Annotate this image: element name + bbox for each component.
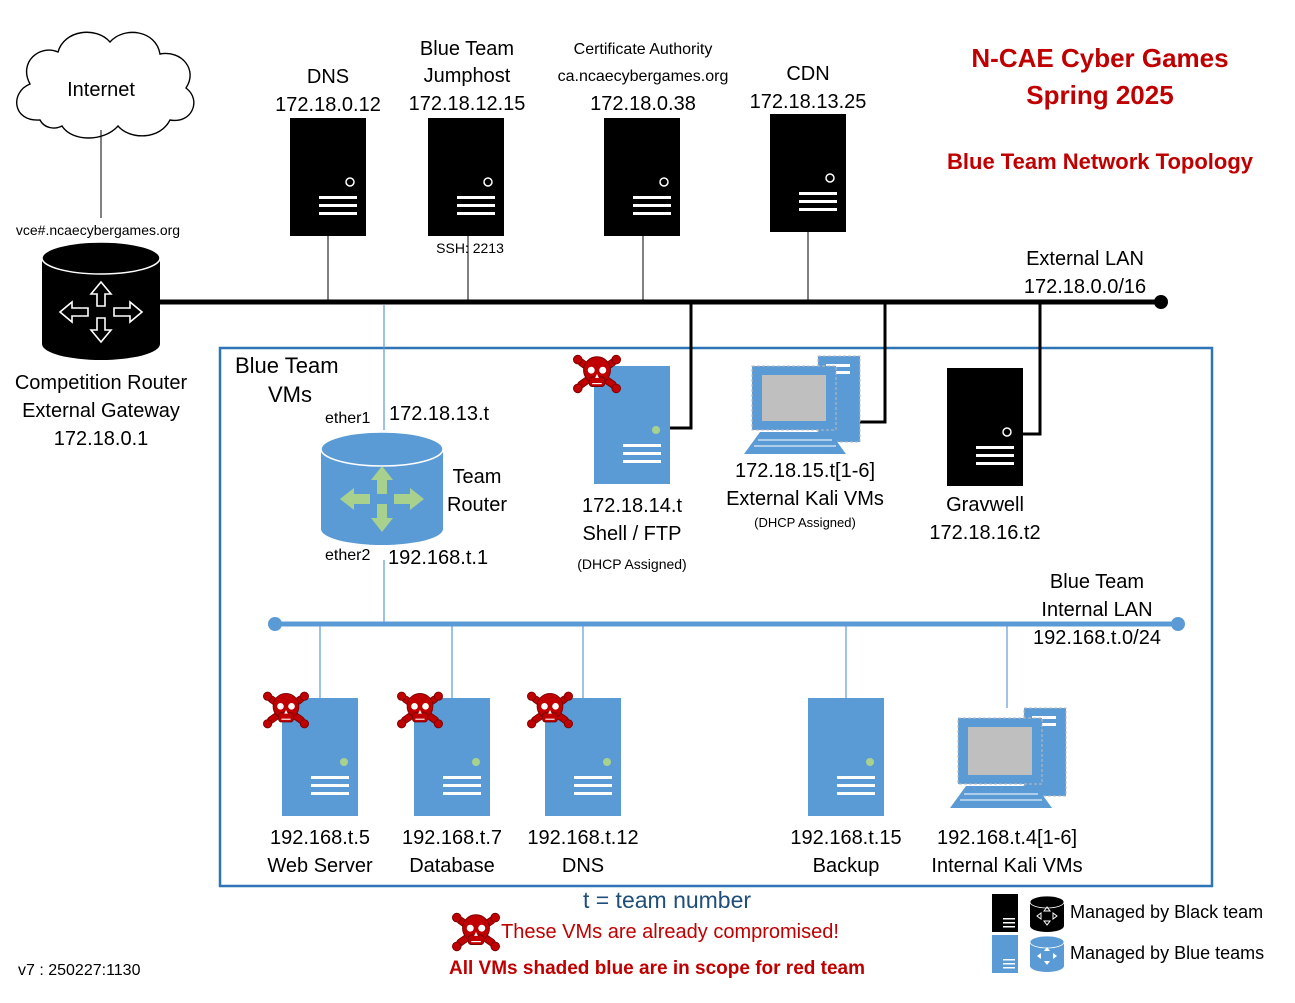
dns-server-icon — [290, 118, 366, 236]
external-lan-endpoint — [1154, 295, 1168, 309]
gravwell-ip: 172.18.16.t2 — [929, 522, 1041, 544]
internal-kali-ip: 192.168.t.4[1-6] — [936, 827, 1078, 849]
ext-kali-ip: 172.18.15.t[1-6] — [734, 460, 876, 482]
team-router-ether2: ether2 — [325, 547, 371, 564]
shell-ftp-note: (DHCP Assigned) — [577, 556, 687, 572]
gravwell-name: Gravwell — [946, 494, 1024, 516]
legend-black-label: Managed by Black team — [1070, 902, 1264, 922]
team-number-note: t = team number — [582, 887, 752, 913]
title-line1: N-CAE Cyber Games — [971, 43, 1229, 73]
cdn-server-icon — [770, 114, 846, 232]
internal-lan-cidr: 192.168.t.0/24 — [1033, 627, 1161, 649]
subtitle: Blue Team Network Topology — [947, 149, 1253, 174]
competition-router-line2: External Gateway — [22, 400, 180, 422]
ca-server-icon — [604, 118, 680, 236]
legend-black-router-icon — [1029, 895, 1065, 932]
ext-kali-name: External Kali VMs — [726, 488, 884, 510]
shell-ftp-name: Shell / FTP — [582, 523, 682, 545]
internal-lan-endpoint-left — [268, 617, 282, 631]
jumphost-ip: 172.18.12.15 — [408, 93, 526, 115]
legend-blue-router-icon — [1029, 935, 1065, 972]
external-kali-desktop-icon — [744, 355, 861, 454]
internal-lan-endpoint-right — [1171, 617, 1185, 631]
internet-label: Internet — [67, 79, 135, 101]
blue-team-box — [218, 346, 1214, 888]
compromised-note: These VMs are already compromised! — [501, 921, 839, 943]
title-line2: Spring 2025 — [1026, 80, 1174, 110]
external-lan-name: External LAN — [1026, 248, 1144, 270]
internal-dns-name: DNS — [561, 855, 605, 877]
scope-note: All VMs shaded blue are in scope for red… — [448, 958, 866, 979]
jumphost-ssh-note: SSH: 2213 — [436, 240, 504, 256]
dns-name: DNS — [306, 66, 350, 88]
legend — [992, 894, 1065, 973]
blue-box-label-line2: VMs — [268, 382, 312, 407]
competition-router-icon — [41, 241, 161, 360]
team-router-ether1: ether1 — [325, 410, 371, 427]
jumphost-name-line2: Jumphost — [423, 65, 511, 87]
cloud-icon — [16, 31, 195, 139]
dns-ip: 172.18.0.12 — [275, 94, 381, 116]
internal-lan-name-line1: Blue Team — [1049, 571, 1145, 593]
internal-kali-name: Internal Kali VMs — [931, 855, 1083, 877]
skull-crossbones-icon — [452, 912, 500, 952]
ca-ip: 172.18.0.38 — [590, 93, 696, 115]
version-label: v7 : 250227:1130 — [18, 962, 141, 979]
backup-ip: 192.168.t.15 — [790, 827, 902, 849]
external-lan-cidr: 172.18.0.0/16 — [1023, 276, 1147, 298]
ca-host: ca.ncaecybergames.org — [557, 68, 729, 85]
team-router-name-line1: Team — [452, 466, 502, 488]
jumphost-server-icon — [428, 118, 504, 236]
backup-server-icon — [808, 698, 884, 816]
team-router-ether2-ip: 192.168.t.1 — [388, 547, 489, 569]
database-name: Database — [409, 855, 495, 877]
team-router-name-line2: Router — [446, 494, 508, 516]
ext-kali-note: (DHCP Assigned) — [754, 515, 856, 530]
internal-lan-name-line2: Internal LAN — [1041, 599, 1153, 621]
cdn-name: CDN — [786, 63, 830, 85]
competition-router-hostname: vce#.ncaecybergames.org — [15, 222, 181, 238]
team-router-icon — [320, 431, 444, 545]
competition-router-ip: 172.18.0.1 — [53, 428, 149, 450]
internal-dns-ip: 192.168.t.12 — [527, 827, 639, 849]
database-ip: 192.168.t.7 — [401, 827, 503, 849]
team-router-ether1-ip: 172.18.13.t — [389, 403, 490, 425]
competition-router-line1: Competition Router — [14, 372, 188, 394]
web-server-name: Web Server — [267, 855, 373, 877]
web-server-ip: 192.168.t.5 — [269, 827, 371, 849]
backup-name: Backup — [812, 855, 880, 877]
blue-box-label-line1: Blue Team — [235, 353, 339, 378]
ca-name: Certificate Authority — [573, 41, 713, 58]
jumphost-name-line1: Blue Team — [419, 38, 515, 60]
cdn-ip: 172.18.13.25 — [749, 91, 867, 113]
shell-ftp-ip: 172.18.14.t — [581, 495, 683, 517]
legend-blue-label: Managed by Blue teams — [1070, 943, 1265, 963]
legend-blue-server-icon — [992, 935, 1018, 973]
gravwell-server-icon — [947, 368, 1023, 486]
internal-kali-desktop-icon — [950, 707, 1067, 808]
legend-black-server-icon — [992, 894, 1018, 932]
